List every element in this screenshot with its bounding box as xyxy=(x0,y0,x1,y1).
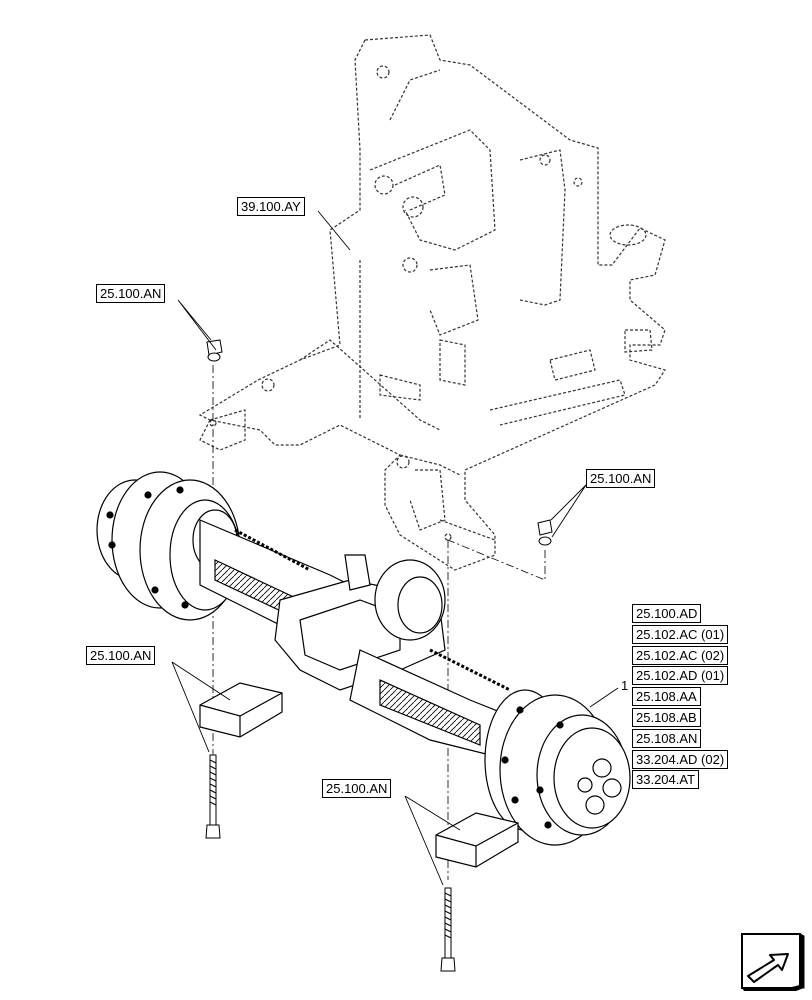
axle-reference-item[interactable]: 25.108.AB xyxy=(632,708,701,727)
axle-reference-item[interactable]: 25.102.AC (02) xyxy=(632,645,729,665)
axle-reference-item[interactable]: 25.102.AD (01) xyxy=(632,666,729,686)
axle-reference-item[interactable]: 25.100.AD xyxy=(632,604,702,623)
leader-lines xyxy=(171,210,619,886)
ref-bolt-right[interactable]: 25.100.AN xyxy=(322,779,392,798)
bolt-left xyxy=(205,754,221,839)
front-axle-assembly xyxy=(96,471,631,846)
axle-reference-item[interactable]: 33.204.AT xyxy=(632,770,700,790)
ref-frame[interactable]: 39.100.AY xyxy=(237,197,305,216)
front-frame-phantom xyxy=(198,34,666,571)
axle-reference-item[interactable]: 25.108.AN xyxy=(632,728,702,748)
nut-right xyxy=(537,519,553,546)
axle-reference-item[interactable]: 25.108.AA xyxy=(632,687,701,707)
axle-reference-item[interactable]: 25.102.AC (01) xyxy=(632,624,729,644)
next-page-arrow-icon[interactable] xyxy=(736,930,806,992)
axle-reference-item[interactable]: 33.204.AD (02) xyxy=(632,749,729,769)
plate-left xyxy=(199,682,283,738)
item-callout-number: 1 xyxy=(621,678,629,693)
ref-nuts-upper[interactable]: 25.100.AN xyxy=(96,284,166,303)
plate-right xyxy=(435,812,519,868)
ref-nuts-right[interactable]: 25.100.AN xyxy=(586,469,656,488)
bolt-right xyxy=(440,887,456,972)
nut-upper-left xyxy=(206,339,223,362)
ref-bolt-left[interactable]: 25.100.AN xyxy=(86,646,156,665)
